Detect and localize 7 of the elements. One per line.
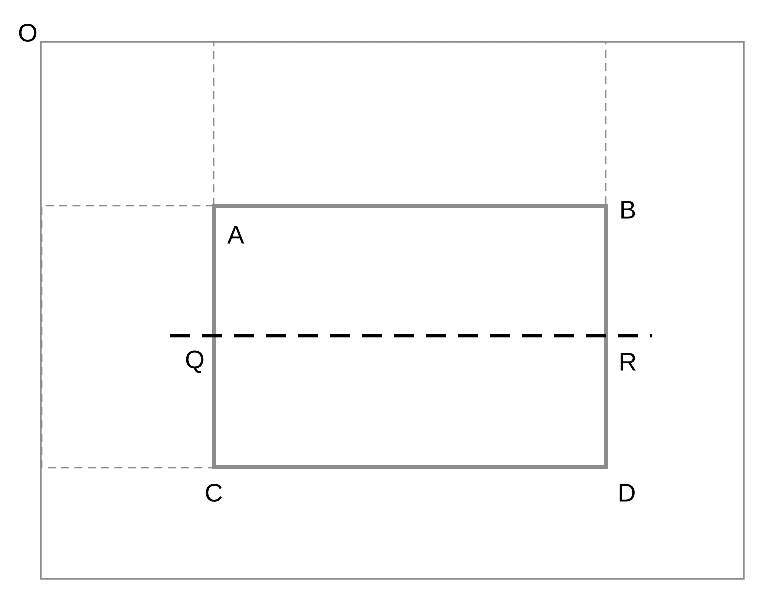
point-label: C (206, 484, 222, 502)
point-label: B (622, 201, 636, 219)
point-label: A (228, 226, 244, 244)
point-label: D (620, 484, 635, 502)
point-label: Q (186, 350, 204, 374)
point-label: R (620, 353, 636, 371)
point-label: O (19, 24, 37, 42)
